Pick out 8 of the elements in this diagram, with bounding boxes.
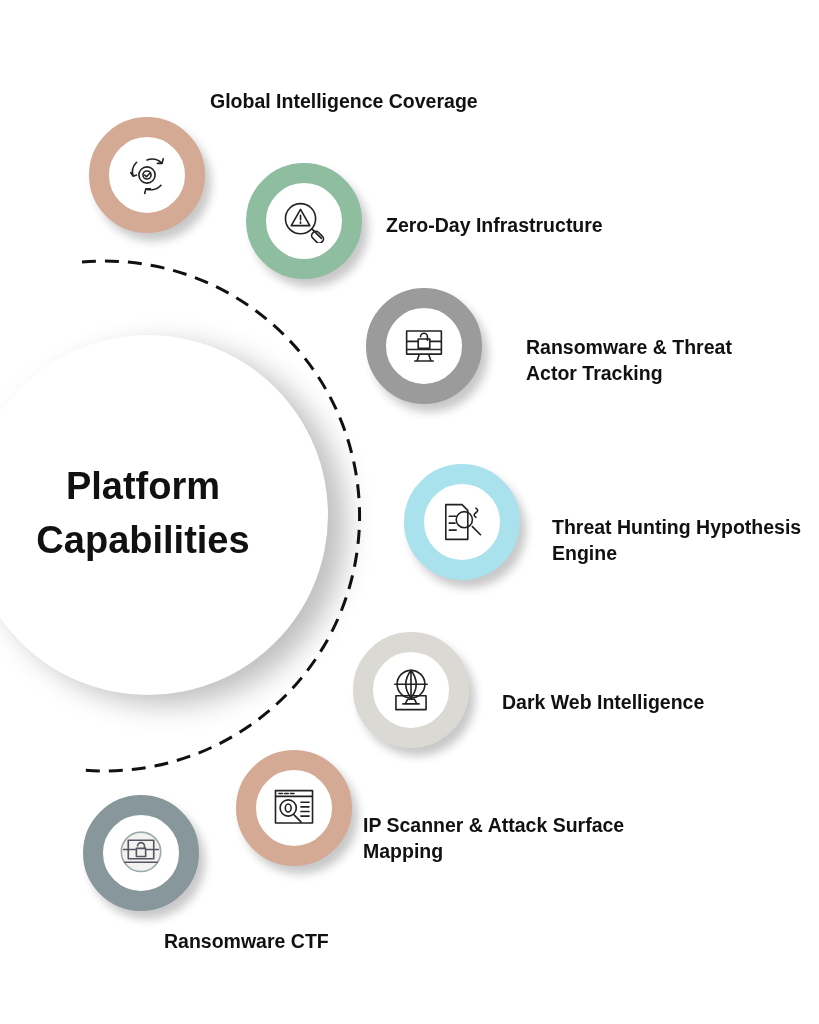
capability-label: Dark Web Intelligence [502, 690, 706, 715]
capability-label: Global Intelligence Coverage [210, 89, 479, 114]
capability-label: Threat Hunting Hypothesis Engine [552, 515, 803, 566]
capability-label: Ransomware CTF [164, 929, 330, 954]
capability-label: Ransomware & Threat Actor Tracking [526, 335, 733, 386]
title: Platform Capabilities [35, 464, 251, 563]
capability-label: IP Scanner & Attack Surface Mapping [363, 813, 626, 864]
capability-label: Zero-Day Infrastructure [386, 213, 604, 238]
